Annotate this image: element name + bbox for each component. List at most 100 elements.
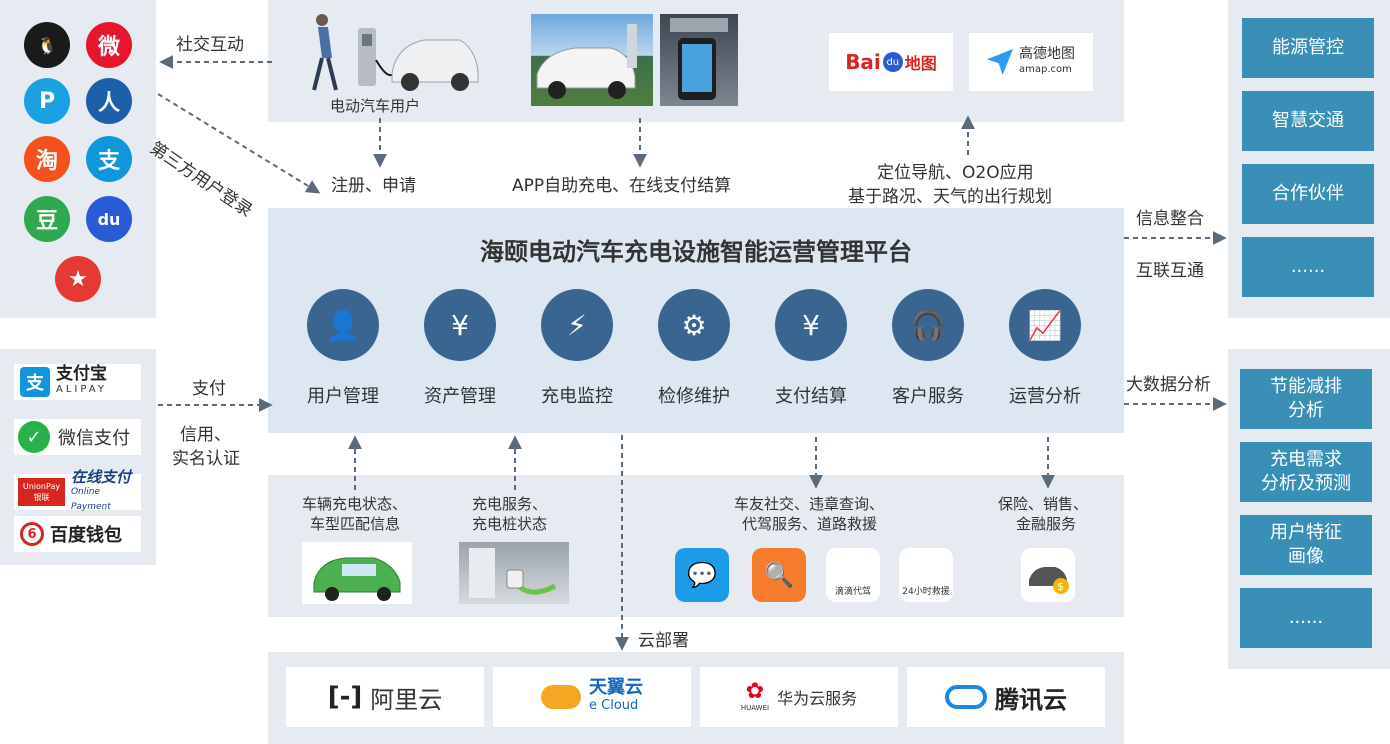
phone-charging-photo	[660, 14, 738, 106]
payment-settlement-glyph: ¥	[802, 308, 820, 342]
alipay-logo[interactable]: 支 支付宝 ALIPAY	[14, 364, 141, 400]
baidu-paw-icon: du	[882, 52, 903, 72]
credit-label-line1: 信用、	[180, 425, 231, 445]
user-management-label: 用户管理	[307, 386, 379, 407]
unionpay-sub: Online Payment	[70, 486, 111, 512]
charge-monitoring-glyph: ⚡	[567, 308, 587, 342]
alipay-sub: ALIPAY	[56, 384, 107, 395]
aliyun-bracket-icon: [-]	[327, 682, 363, 712]
alipay-social-icon[interactable]: 支	[86, 136, 132, 182]
wechat-pay-name: 微信支付	[58, 428, 130, 449]
tianyi-cloud-logo[interactable]: 天翼云 e Cloud	[493, 667, 691, 727]
arrow-third-party-login	[157, 93, 321, 194]
right-bottom-box-1[interactable]: 充电需求分析及预测	[1240, 442, 1372, 502]
baidu-map-logo[interactable]: Bai du 地图	[829, 33, 953, 91]
finance-car-icon[interactable]: $	[1021, 548, 1075, 602]
maintenance-label: 检修维护	[658, 386, 730, 407]
tencent-cloud-logo[interactable]: 腾讯云	[907, 667, 1105, 727]
asset-management-icon[interactable]: ¥	[424, 289, 496, 361]
social-services-line1: 车友社交、违章查询、	[734, 495, 885, 513]
rescue-24h-app-icon-text: 24小时救援	[902, 586, 950, 597]
right-top-box-3[interactable]: ......	[1242, 237, 1374, 297]
green-car-photo	[302, 542, 412, 604]
unionpay-badge: UnionPay 银联	[18, 478, 65, 506]
alipay-icon: 支	[20, 367, 50, 397]
right-top-box-2[interactable]: 合作伙伴	[1242, 164, 1374, 224]
baidu-map-text: Bai	[845, 50, 881, 74]
navigation-label-line2: 基于路况、天气的出行规划	[848, 187, 1052, 207]
tianyi-cloud-icon	[541, 685, 581, 709]
baidu-map-text2: 地图	[904, 54, 937, 73]
charge-monitoring-icon[interactable]: ⚡	[541, 289, 613, 361]
amap-sub: amap.com	[1019, 64, 1072, 75]
operation-analysis-glyph: 📈	[1027, 308, 1063, 342]
maintenance-icon[interactable]: ⚙	[658, 289, 730, 361]
unionpay-logo[interactable]: UnionPay 银联 在线支付 Online Payment	[14, 469, 141, 512]
platform-title: 海颐电动汽车充电设施智能运营管理平台	[480, 238, 912, 266]
didi-driver-app-icon[interactable]: 滴滴代驾	[826, 548, 880, 602]
ev-user-label: 电动汽车用户	[330, 97, 421, 115]
baidu-wallet-logo[interactable]: 6 百度钱包	[14, 516, 141, 552]
customer-service-glyph: 🎧	[910, 308, 946, 342]
rescue-24h-app-icon[interactable]: 24小时救援	[899, 548, 953, 602]
right-bottom-box-2[interactable]: 用户特征画像	[1240, 515, 1372, 575]
amap-logo[interactable]: 高德地图 amap.com	[969, 33, 1093, 91]
finance-services-line2: 金融服务	[1016, 515, 1077, 533]
huawei-cloud-logo[interactable]: ✿ HUAWEI 华为云服务	[700, 667, 898, 727]
vehicle-status-line1: 车辆充电状态、	[302, 495, 408, 513]
interconnect-label: 互联互通	[1136, 261, 1204, 281]
star-app-icon[interactable]: ★	[55, 256, 101, 302]
chat-app-icon-glyph: 💬	[687, 561, 717, 589]
ev-user-illustration	[300, 10, 480, 96]
taobao-icon[interactable]: 淘	[24, 136, 70, 182]
right-bottom-box-3[interactable]: ......	[1240, 588, 1372, 648]
chat-app-icon[interactable]: 💬	[675, 548, 729, 602]
credit-label-line2: 实名认证	[172, 449, 240, 469]
big-data-label: 大数据分析	[1126, 375, 1211, 395]
payment-settlement-label: 支付结算	[775, 386, 847, 407]
huawei-flower-icon: ✿	[745, 679, 765, 704]
charger-status-line1: 充电服务、	[472, 495, 548, 513]
tianyi-cloud-sub: e Cloud	[589, 698, 639, 713]
pengyou-icon[interactable]: P	[24, 78, 70, 124]
charging-plug-photo	[459, 542, 569, 604]
customer-service-label: 客户服务	[892, 386, 964, 407]
aliyun-logo[interactable]: [-] 阿里云	[286, 667, 484, 727]
operation-analysis-icon[interactable]: 📈	[1009, 289, 1081, 361]
alipay-name: 支付宝	[56, 364, 107, 384]
amap-name: 高德地图	[1019, 46, 1075, 62]
baidu-wallet-icon: 6	[20, 522, 44, 546]
user-management-icon[interactable]: 👤	[307, 289, 379, 361]
info-integration-label: 信息整合	[1136, 209, 1204, 229]
right-bottom-box-text: 画像	[1288, 546, 1324, 567]
payment-label: 支付	[192, 379, 226, 399]
unionpay-name: 在线支付	[70, 467, 131, 486]
baidu-icon[interactable]: du	[86, 196, 132, 242]
social-interaction-label: 社交互动	[176, 35, 244, 55]
right-bottom-box-0[interactable]: 节能减排分析	[1240, 369, 1372, 429]
right-top-box-1[interactable]: 智慧交通	[1242, 91, 1374, 151]
didi-driver-app-icon-text: 滴滴代驾	[834, 586, 871, 597]
charge-monitoring-label: 充电监控	[541, 386, 613, 407]
vehicle-status-line2: 车型匹配信息	[310, 515, 401, 533]
cloud-deploy-label: 云部署	[638, 631, 689, 651]
right-bottom-box-text: 分析及预测	[1261, 473, 1351, 494]
tianyi-cloud-name: 天翼云	[589, 677, 643, 698]
search-car-app-icon[interactable]: 🔍	[752, 548, 806, 602]
app-self-charge-label: APP自助充电、在线支付结算	[512, 176, 732, 196]
aliyun-name: 阿里云	[370, 685, 443, 714]
weibo-icon[interactable]: 微	[86, 22, 132, 68]
right-bottom-box-text: 分析	[1288, 400, 1324, 421]
renren-icon[interactable]: 人	[86, 78, 132, 124]
huawei-cloud-name: 华为云服务	[777, 689, 858, 708]
customer-service-icon[interactable]: 🎧	[892, 289, 964, 361]
douban-icon[interactable]: 豆	[24, 196, 70, 242]
asset-management-label: 资产管理	[424, 386, 496, 407]
payment-settlement-icon[interactable]: ¥	[775, 289, 847, 361]
qq-icon[interactable]: 🐧	[24, 22, 70, 68]
svg-text:$: $	[1057, 580, 1064, 593]
right-top-box-0[interactable]: 能源管控	[1242, 18, 1374, 78]
wechat-pay-logo[interactable]: ✓ 微信支付	[14, 419, 141, 455]
register-label: 注册、申请	[331, 176, 416, 196]
